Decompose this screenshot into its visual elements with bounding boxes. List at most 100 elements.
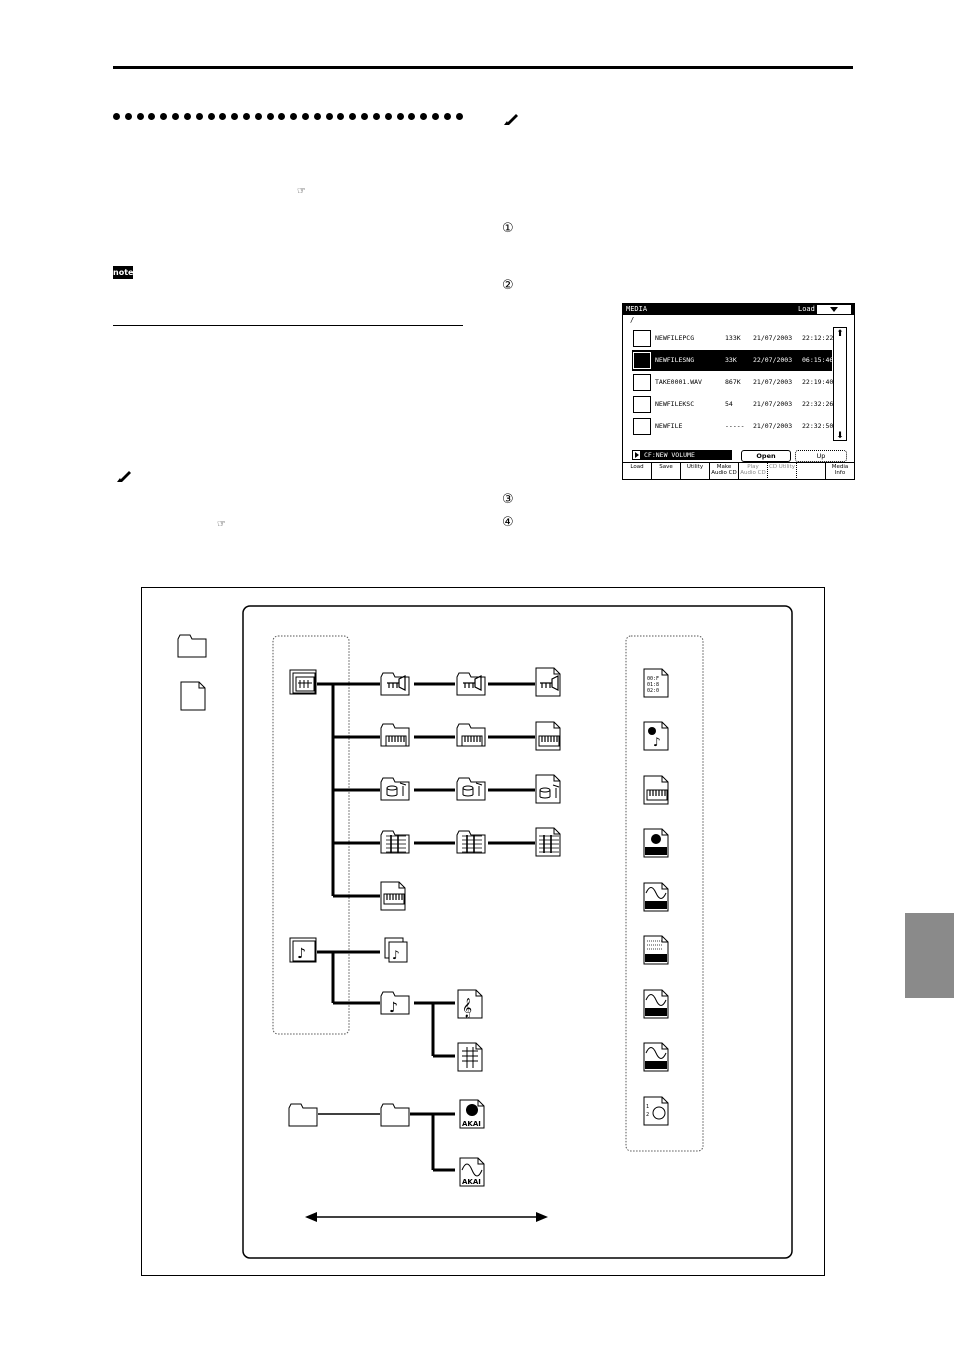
chapter-side-tab [905,913,954,998]
caution-icon [117,471,131,482]
volume-name: CF:NEW VOLUME [644,451,695,459]
volume-selector[interactable]: CF:NEW VOLUME [632,450,732,460]
pcg-file-icon [643,775,668,804]
note-icon: note [113,266,134,279]
tab-empty [797,463,826,479]
file-date: 22/07/2003 [753,356,793,364]
arpeggio-file-icon [535,827,560,856]
svg-text:♪: ♪ [389,1000,398,1016]
tab-utility[interactable]: Utility [681,463,710,479]
tab-media-info[interactable]: Media Info [831,464,849,476]
korg-ksc-file-icon [633,396,651,413]
songs-multi-file-icon: ♪ [384,937,407,962]
scroll-down-arrow-icon[interactable]: ⬇ [836,430,844,440]
arpeggio-bank-folder-icon [380,830,409,854]
file-time: 22:12:22 [802,334,834,342]
scroll-up-arrow-icon[interactable]: ⬆ [836,328,844,338]
file-date: 21/07/2003 [753,422,793,430]
svg-text:2: 2 [646,1112,649,1118]
lcd-title: MEDIA [626,305,648,313]
legend-folder-icon [177,634,206,657]
file-row[interactable]: NEWFILEKSC 54 21/07/2003 22:32:26 [632,394,834,415]
lcd-mode-label: Load [798,305,815,313]
file-time: 22:32:50 [802,422,834,430]
file-structure-diagram: ♪ ♪ ♪ 𝄞 AKAI [141,587,825,1276]
file-row-selected[interactable]: NEWFILESNG 33K 22/07/2003 06:15:46 [632,350,833,371]
page-reference-icon-2: ☞ [217,519,226,530]
file-name: NEWFILESNG [655,356,695,364]
section-rule [113,325,463,326]
tab-play-audio-cd[interactable]: Play Audio CD [739,463,768,479]
tab-save[interactable]: Save [652,463,681,479]
file-size: 54 [725,400,733,408]
korg-sample-icon [643,828,668,857]
combination-folder-icon [456,723,485,747]
current-path: / [630,316,635,324]
step-1-marker: ① [502,221,514,236]
file-list-scrollbar[interactable]: ⬆ ⬇ [833,327,847,441]
svg-text:02:0: 02:0 [647,688,659,694]
wave-file-icon [643,1042,668,1071]
wave-file-icon [633,374,651,391]
file-row[interactable]: NEWFILEPCG 133K 21/07/2003 22:12:22 [632,328,834,349]
svg-text:♪: ♪ [297,946,306,962]
svg-text:♪: ♪ [653,735,661,749]
korg-multisample-icon [643,882,668,911]
file-date: 21/07/2003 [753,400,793,408]
drumkit-file-icon [535,774,560,803]
page-reference-icon: ☞ [297,186,306,197]
akai-label-2: AKAI [462,1178,481,1186]
aiff-file-icon [643,989,668,1018]
file-time: 22:19:40 [802,378,834,386]
program-file-icon [535,667,560,696]
step-2-marker: ② [502,278,514,293]
file-size: 33K [725,356,737,364]
svg-text:♪: ♪ [392,948,400,962]
file-size: ----- [725,422,745,430]
akai-label-1: AKAI [462,1120,481,1128]
caution-icon-right [504,114,518,125]
tab-make-audio-cd[interactable]: Make Audio CD [710,463,739,479]
tab-load[interactable]: Load [623,463,652,479]
program-folder-icon [456,672,485,695]
lcd-title-bar: MEDIA Load [623,304,854,315]
combination-file-icon [535,721,560,750]
korg-ksc-icon [643,935,668,964]
folder-icon [633,418,651,435]
sequence-data-icon: ♪ [643,721,668,750]
tab-cd-utility[interactable]: CD Utility [768,463,797,479]
open-button[interactable]: Open [741,450,791,462]
svg-text:𝄞: 𝄞 [462,998,472,1018]
song-folder-icon: ♪ [380,991,409,1016]
pcg-file-icon [633,330,651,347]
lcd-tab-bar: Load Save Utility Make Audio CD Play Aud… [623,462,854,479]
file-types-group [625,635,703,1151]
file-row[interactable]: NEWFILE ----- 21/07/2003 22:32:50 [632,416,834,437]
arpeggio-folder-icon [456,830,485,854]
volume-arrow-icon[interactable] [632,450,641,460]
page-menu-dropdown[interactable] [817,305,851,314]
program-bank-folder-icon [380,672,409,695]
step-3-marker: ③ [502,492,514,507]
file-size: 867K [725,378,741,386]
file-row[interactable]: TAKE0001.WAV 867K 21/07/2003 22:19:40 [632,372,834,393]
file-size: 133K [725,334,741,342]
pcg-folder-icon [289,669,316,694]
file-date: 21/07/2003 [753,334,793,342]
file-name: NEWFILEKSC [655,400,695,408]
drumkit-bank-folder-icon [380,777,409,800]
akai-folder-icon [380,1103,409,1126]
akai-sample-file-icon: AKAI [459,1157,484,1186]
file-time: 22:32:26 [802,400,834,408]
svg-text:00:F: 00:F [647,676,659,682]
akai-program-file-icon: AKAI [459,1099,484,1128]
section-dotted-rule [113,113,463,123]
audio-cd-track-icon: 1 2 [643,1096,668,1125]
header-rule [113,66,853,69]
cue-list-file-icon [457,1042,482,1071]
media-inner-frame [241,604,793,1259]
file-name: NEWFILEPCG [655,334,695,342]
file-name: NEWFILE [655,422,683,430]
up-button[interactable]: Up [795,450,847,462]
file-date: 21/07/2003 [753,378,793,386]
